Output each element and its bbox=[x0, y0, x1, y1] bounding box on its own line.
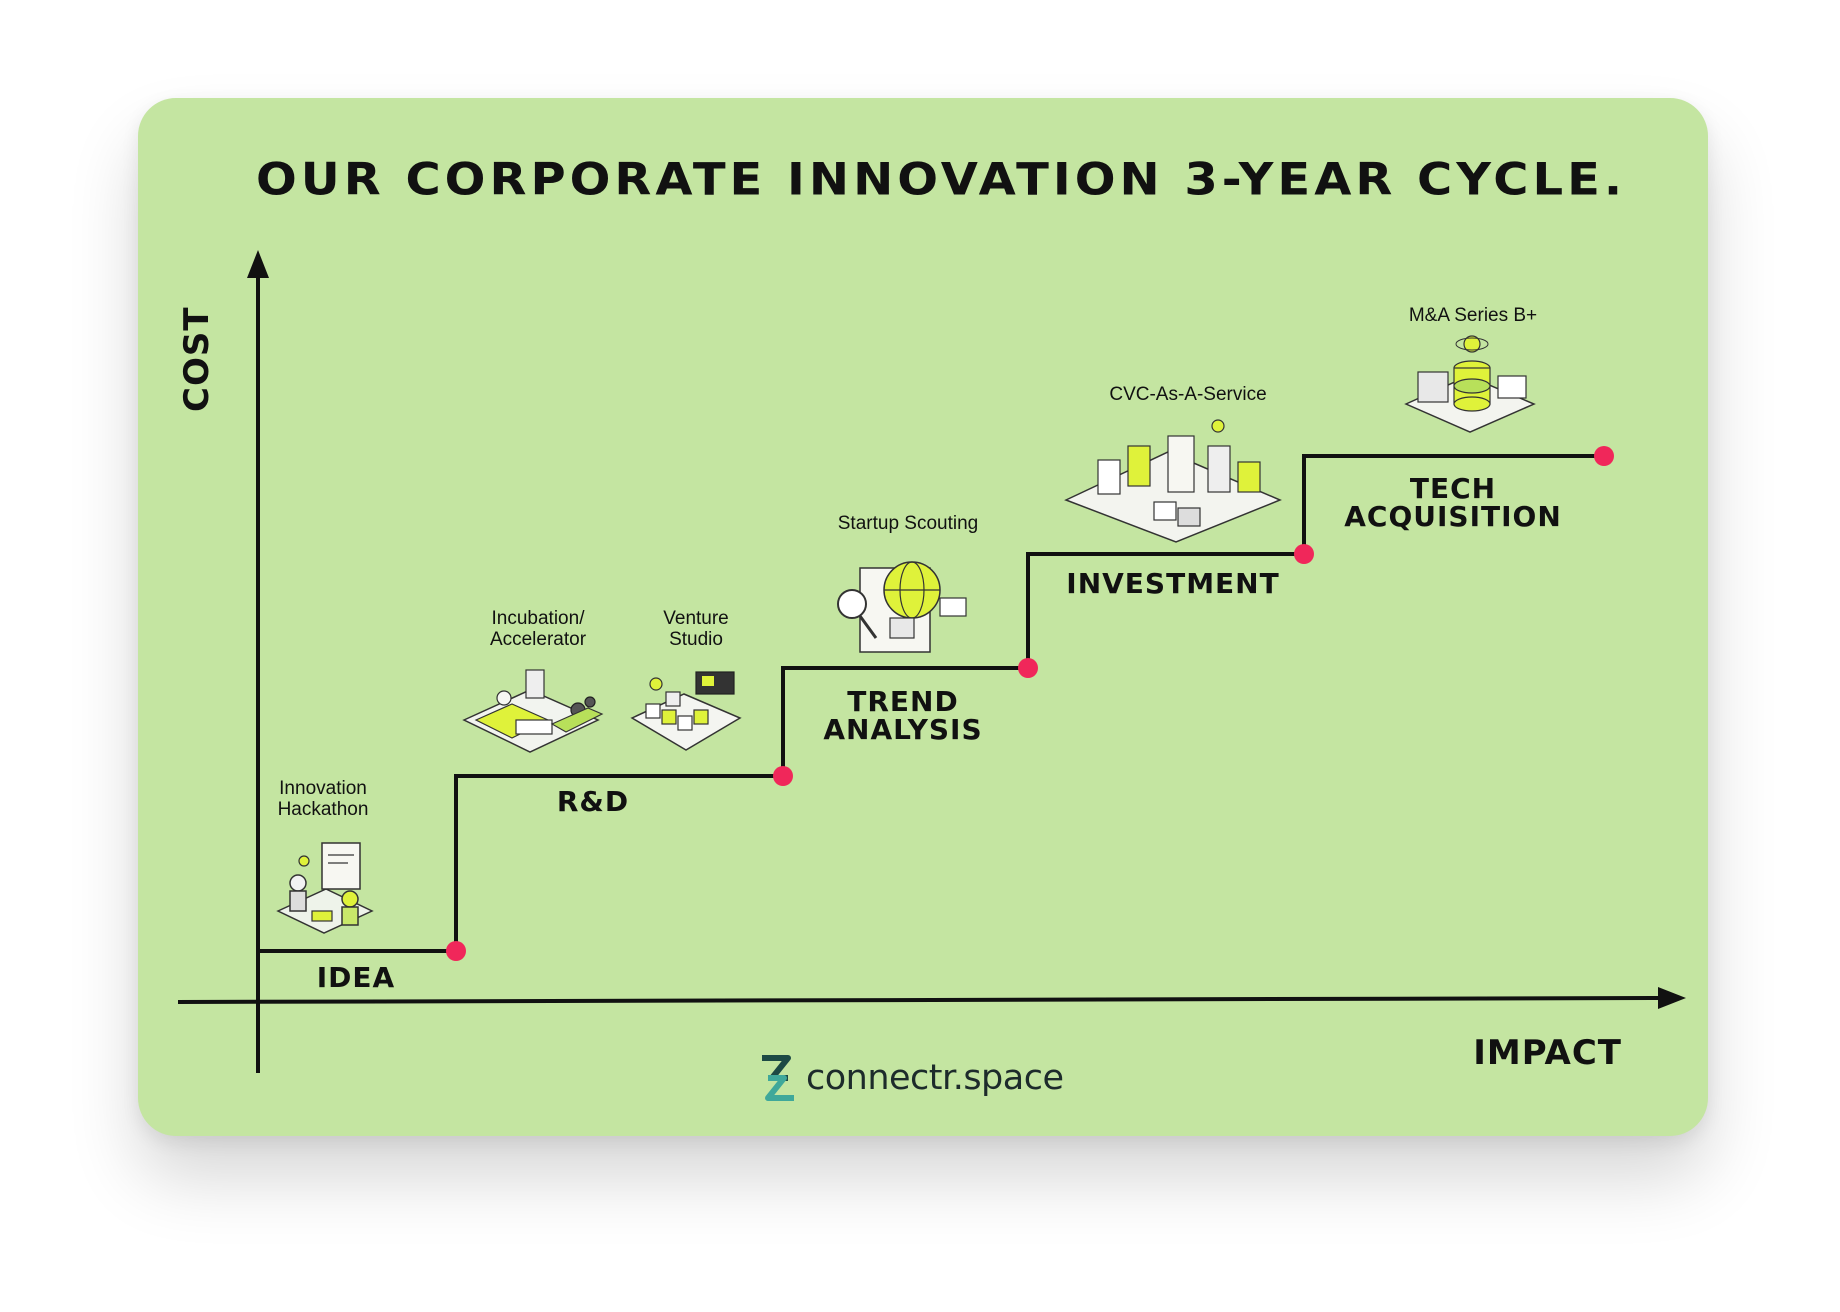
cvc-illustration-icon bbox=[1064, 419, 1282, 543]
connectr-logo-icon bbox=[762, 1055, 794, 1101]
page-title: OUR CORPORATE INNOVATION 3-YEAR CYCLE. bbox=[256, 154, 1627, 206]
step-node-trend bbox=[1018, 658, 1038, 678]
ma-illustration-icon bbox=[1404, 335, 1536, 433]
venture-studio-illustration-icon bbox=[630, 671, 742, 751]
activity-venture-studio: Venture Studio bbox=[663, 608, 729, 650]
staircase-diagram bbox=[177, 250, 1686, 1073]
brand-logo: connectr.space bbox=[758, 1054, 1064, 1102]
stage-label-idea: IDEA bbox=[316, 961, 396, 994]
activity-cvc-as-a-service: CVC-As-A-Service bbox=[1109, 384, 1267, 405]
hackathon-illustration-icon bbox=[276, 842, 374, 934]
x-axis-arrow bbox=[1658, 987, 1686, 1009]
step-node-investment bbox=[1294, 544, 1314, 564]
stage-label-investment: INVESTMENT bbox=[1066, 567, 1280, 600]
x-axis-line bbox=[177, 996, 1659, 1004]
startup-scouting-illustration-icon bbox=[837, 561, 967, 653]
diagram-card: OUR CORPORATE INNOVATION 3-YEAR CYCLE. C… bbox=[138, 98, 1708, 1136]
stage-label-trend: TREND ANALYSIS bbox=[823, 685, 983, 746]
step-node-rd bbox=[773, 766, 793, 786]
step-node-tech bbox=[1594, 446, 1614, 466]
stage-label-rd: R&D bbox=[556, 785, 630, 818]
step-path bbox=[258, 454, 1604, 953]
step-node-idea bbox=[446, 941, 466, 961]
y-axis-arrow bbox=[247, 250, 269, 278]
activity-startup-scouting: Startup Scouting bbox=[837, 513, 979, 534]
activity-ma-series-b: M&A Series B+ bbox=[1408, 305, 1538, 326]
logo-text: connectr.space bbox=[806, 1058, 1064, 1098]
stage-label-tech: TECH ACQUISITION bbox=[1344, 472, 1562, 533]
incubation-illustration-icon bbox=[462, 669, 604, 753]
activity-incubation-accelerator: Incubation/ Accelerator bbox=[489, 608, 587, 650]
x-axis-label: IMPACT bbox=[1473, 1033, 1622, 1073]
activity-innovation-hackathon: Innovation Hackathon bbox=[277, 778, 369, 820]
